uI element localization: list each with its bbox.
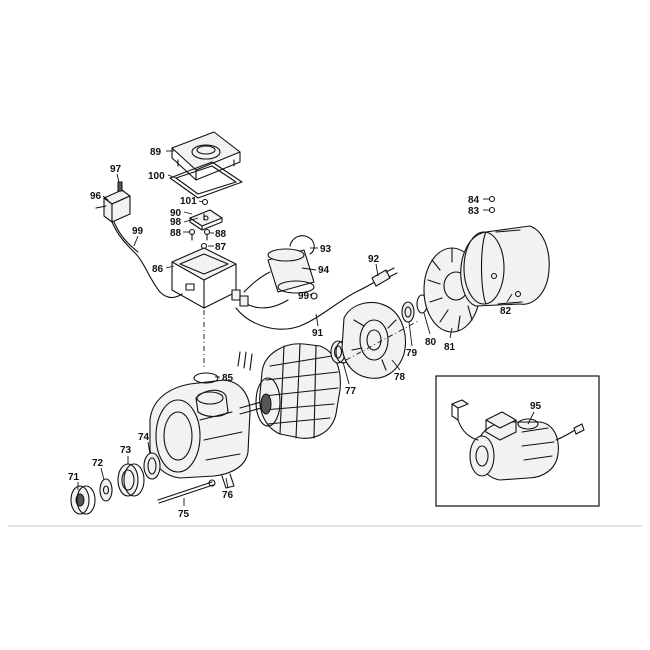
callout-75: 75 xyxy=(178,509,190,520)
axis-main-shaft xyxy=(345,319,421,361)
stator-winding xyxy=(255,343,341,439)
callout-90: 90 xyxy=(170,208,182,219)
callout-83: 83 xyxy=(468,206,480,217)
washer-83 xyxy=(488,206,496,214)
callout-86: 86 xyxy=(152,264,164,275)
leader-lines xyxy=(77,150,535,506)
callout-labels: 71 72 73 74 75 76 77 78 79 80 81 82 83 8… xyxy=(68,147,542,520)
motor-housing xyxy=(149,379,251,489)
callout-93: 93 xyxy=(320,244,332,255)
power-cable xyxy=(235,279,379,330)
callout-98: 98 xyxy=(170,217,182,228)
screw-101 xyxy=(201,198,209,206)
assembled-view-frame xyxy=(435,375,600,507)
fan-cover-82 xyxy=(460,225,550,307)
callout-96: 96 xyxy=(90,191,102,202)
callout-87: 87 xyxy=(215,242,227,253)
o-ring-85 xyxy=(193,372,219,384)
switch-cable xyxy=(111,221,183,299)
callout-73: 73 xyxy=(120,445,132,456)
terminal-box-cover xyxy=(171,131,241,181)
power-plug xyxy=(371,267,398,287)
callout-88-left: 88 xyxy=(170,228,182,239)
terminal-box-gasket xyxy=(169,161,243,199)
assembled-pump xyxy=(451,399,585,481)
callout-99-clamp: 99 xyxy=(298,291,310,302)
seal-ring-74 xyxy=(143,452,161,480)
callout-79: 79 xyxy=(406,348,418,359)
screw-84 xyxy=(488,195,496,203)
capacitor xyxy=(267,248,315,294)
callout-74: 74 xyxy=(138,432,150,443)
screw-88-right xyxy=(203,228,211,241)
callout-76: 76 xyxy=(222,490,234,501)
impeller-nut-71 xyxy=(70,485,96,515)
terminal-board xyxy=(189,209,223,231)
callout-82: 82 xyxy=(500,306,512,317)
bearing-73 xyxy=(117,463,145,497)
callout-99-cable: 99 xyxy=(132,226,144,237)
callout-97: 97 xyxy=(110,164,122,175)
switch-screw xyxy=(95,205,107,209)
callout-100: 100 xyxy=(148,171,165,182)
end-shield-78 xyxy=(341,302,407,379)
cable-clamp-99 xyxy=(310,292,318,300)
tie-rod-75 xyxy=(157,479,216,504)
switch-unit xyxy=(103,181,131,223)
stator-leads xyxy=(237,351,253,371)
callout-88-right: 88 xyxy=(215,229,227,240)
callout-92: 92 xyxy=(368,254,380,265)
capacitor-clip xyxy=(289,235,315,255)
callout-81: 81 xyxy=(444,342,456,353)
callout-71: 71 xyxy=(68,472,80,483)
callout-78: 78 xyxy=(394,372,406,383)
screw-88-left xyxy=(188,228,196,241)
callout-91: 91 xyxy=(312,328,324,339)
seal-79 xyxy=(401,301,415,323)
washer-72 xyxy=(99,478,113,502)
terminal-box xyxy=(171,247,237,309)
connector-plugs xyxy=(231,289,249,307)
callout-84: 84 xyxy=(468,195,480,206)
callout-95: 95 xyxy=(530,401,542,412)
callout-85: 85 xyxy=(222,373,234,384)
callout-89: 89 xyxy=(150,147,162,158)
callout-80: 80 xyxy=(425,337,437,348)
callout-94: 94 xyxy=(318,265,330,276)
callout-101: 101 xyxy=(180,196,197,207)
callout-72: 72 xyxy=(92,458,104,469)
callout-77: 77 xyxy=(345,386,357,397)
